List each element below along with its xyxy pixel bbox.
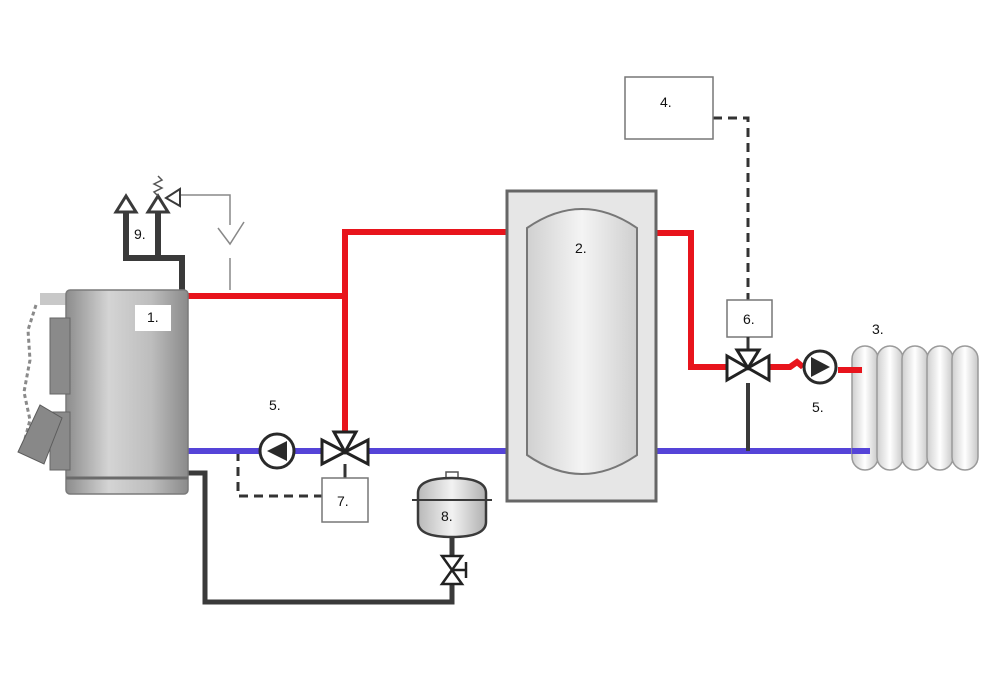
buffer-tank: 2. bbox=[505, 189, 658, 503]
supply-pipe bbox=[188, 229, 852, 432]
vent-pipe bbox=[123, 208, 185, 290]
shutoff-valve-icon bbox=[439, 554, 468, 586]
safety-valve-line bbox=[180, 194, 245, 290]
label-mixing-valve-actuator: 6. bbox=[743, 311, 755, 327]
expansion-vessel-icon bbox=[416, 476, 488, 539]
expansion-vessel: 8. bbox=[412, 471, 492, 539]
mixing-valve-actuator: 6. bbox=[726, 299, 773, 352]
label-thermostatic-valve-actuator: 7. bbox=[337, 493, 349, 509]
safety-group: 9. bbox=[113, 175, 181, 242]
label-pump-left: 5. bbox=[269, 397, 281, 413]
pump-icon bbox=[258, 432, 296, 470]
air-vent-icon bbox=[113, 193, 139, 214]
drain-pipe bbox=[188, 470, 455, 605]
label-buffer-tank: 2. bbox=[575, 240, 587, 256]
radiator: 3. bbox=[851, 321, 979, 471]
signal-line-controller bbox=[713, 116, 750, 300]
label-radiator: 3. bbox=[872, 321, 884, 337]
label-controller: 4. bbox=[660, 94, 672, 110]
controller: 4. bbox=[624, 76, 714, 140]
label-expansion-vessel: 8. bbox=[441, 508, 453, 524]
three-way-valve-icon bbox=[725, 348, 771, 383]
tank-icon bbox=[526, 208, 638, 475]
three-way-valve-icon bbox=[320, 430, 370, 467]
pump-icon bbox=[802, 349, 838, 385]
label-safety-group: 9. bbox=[134, 226, 146, 242]
label-boiler: 1. bbox=[147, 309, 159, 325]
safety-valve-icon bbox=[145, 193, 171, 214]
boiler: 1. bbox=[17, 289, 189, 495]
thermostatic-valve-actuator: 7. bbox=[321, 477, 369, 523]
radiator-icon bbox=[851, 345, 979, 471]
label-pump-right: 5. bbox=[812, 399, 824, 415]
